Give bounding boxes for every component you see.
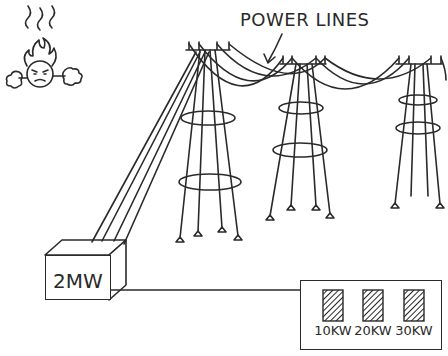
hatched-gauge bbox=[403, 289, 425, 322]
hatched-gauge bbox=[322, 289, 344, 322]
cable-line bbox=[111, 289, 300, 291]
meter-panel: 10KW20KW30KW bbox=[300, 280, 442, 350]
box-side bbox=[109, 240, 126, 300]
pylon bbox=[391, 56, 444, 208]
arrowhead bbox=[264, 54, 275, 63]
load-rating: 10KW bbox=[313, 324, 353, 339]
power-line bbox=[189, 44, 446, 89]
angry-figure bbox=[7, 6, 83, 88]
power-rating: 2MW bbox=[53, 270, 103, 293]
pylon bbox=[266, 56, 334, 220]
load-rating: 30KW bbox=[394, 324, 434, 339]
callout-label: POWER LINES bbox=[240, 9, 370, 30]
load-meter: 20KW bbox=[353, 289, 393, 339]
load-rating: 20KW bbox=[353, 324, 393, 339]
hatched-gauge bbox=[362, 289, 384, 322]
feed-line bbox=[92, 52, 209, 244]
load-meter: 10KW bbox=[313, 289, 353, 339]
load-meter: 30KW bbox=[394, 289, 434, 339]
transformer-box: 2MW bbox=[45, 255, 111, 300]
